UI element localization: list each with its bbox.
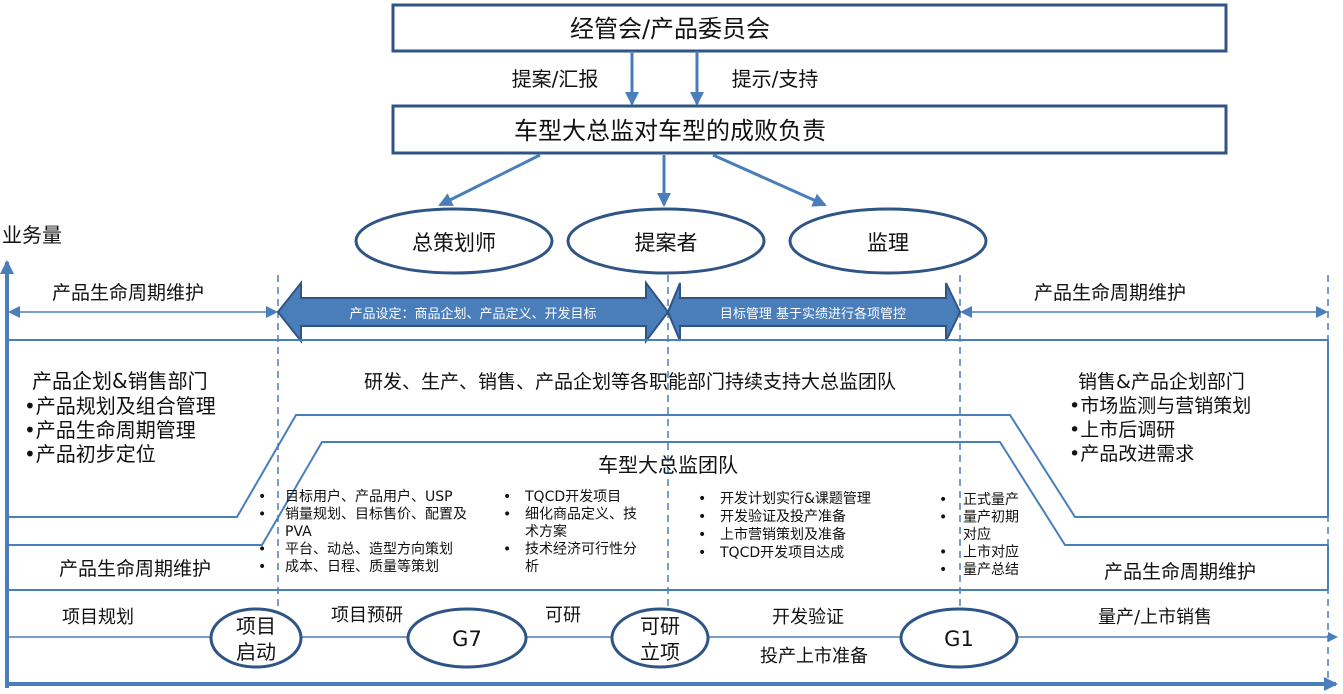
bullet-icon: • (503, 542, 511, 558)
team-task-item: 术方案 (525, 523, 567, 540)
target-management-arrow: 目标管理 基于实绩进行各项管控 (666, 282, 962, 342)
team-task-item: 目标用户、产品用户、USP (285, 488, 453, 505)
stage-dev-validation: 开发验证 (772, 607, 844, 628)
right-department-item: •市场监测与营销策划 (1069, 395, 1251, 417)
team-task-item: 开发计划实行&课题管理 (720, 491, 871, 507)
stage-feasibility: 可研 (545, 605, 581, 626)
team-task-item: TQCD开发项目达成 (719, 545, 844, 561)
functional-support-boundary (7, 414, 1328, 518)
role-proposer: 提案者 (566, 207, 766, 275)
target-management-label: 目标管理 基于实绩进行各项管控 (720, 306, 906, 322)
right-department-block: 销售&产品企划部门 •市场监测与营销策划 •上市后调研 •产品改进需求 (1069, 371, 1251, 465)
team-task-item: 销量规划、目标售价、配置及 (285, 507, 467, 523)
lifecycle-maintenance-bottom-right: 产品生命周期维护 (1104, 561, 1256, 583)
left-department-title: 产品企划&销售部门 (32, 369, 208, 393)
left-department-item: •产品规划及组合管理 (24, 394, 216, 418)
team-task-item: 上市对应 (963, 544, 1019, 561)
milestone-label: 启动 (236, 640, 276, 664)
committee-label: 经管会/产品委员会 (570, 15, 770, 43)
bullet-icon: • (939, 545, 947, 561)
role-supervisor: 监理 (788, 207, 988, 275)
y-axis-label: 业务量 (2, 223, 62, 247)
director-box: 车型大总监对车型的成败负责 (391, 104, 1228, 155)
milestone-label: G7 (452, 627, 482, 651)
functional-support-text: 研发、生产、销售、产品企划等各职能部门持续支持大总监团队 (364, 371, 896, 393)
team-task-item: 开发验证及投产准备 (720, 508, 846, 525)
team-task-item: TQCD开发项目 (524, 489, 621, 505)
bullet-icon: • (258, 489, 266, 505)
bullet-icon: • (258, 559, 266, 575)
right-department-title: 销售&产品企划部门 (1078, 371, 1245, 393)
team-task-item: 析 (525, 559, 539, 575)
product-setting-label: 产品设定：商品企划、产品定义、开发目标 (349, 306, 596, 322)
team-task-item: PVA (285, 524, 312, 540)
stage-pre-research: 项目预研 (331, 605, 403, 626)
team-column-development: • 开发计划实行&课题管理 • 开发验证及投产准备 • 上市营销策划及准备 • TQCD开发项… (698, 491, 871, 561)
team-task-item: 成本、日程、质量等策划 (285, 558, 439, 575)
left-department-block: 产品企划&销售部门 •产品规划及组合管理 •产品生命周期管理 •产品初步定位 (24, 369, 216, 466)
stage-mass-production: 量产/上市销售 (1098, 607, 1212, 628)
role-label: 提案者 (635, 231, 698, 255)
role-label: 监理 (867, 231, 909, 255)
role-label: 总策划师 (412, 231, 496, 255)
milestone-g7: G7 (406, 607, 528, 669)
lifecycle-maintenance-right-label: 产品生命周期维护 (1034, 282, 1186, 304)
right-department-item: •产品改进需求 (1069, 443, 1194, 465)
team-task-item: 量产总结 (963, 562, 1019, 578)
role-chief-planner: 总策划师 (354, 207, 554, 275)
bullet-icon: • (258, 507, 266, 523)
committee-box: 经管会/产品委员会 (391, 3, 1228, 53)
bullet-icon: • (503, 507, 511, 523)
milestone-label: 立项 (640, 640, 680, 664)
stage-launch-prep: 投产上市准备 (760, 646, 868, 667)
bullet-icon: • (698, 527, 706, 543)
team-task-item: 对应 (963, 526, 991, 543)
team-title: 车型大总监团队 (598, 453, 738, 477)
proposal-report-label: 提案/汇报 (512, 67, 599, 91)
left-department-item: •产品初步定位 (24, 442, 156, 466)
bullet-icon: • (698, 491, 706, 507)
arrow-to-planner (438, 153, 541, 207)
lifecycle-maintenance-left-label: 产品生命周期维护 (52, 282, 204, 304)
right-department-item: •上市后调研 (1069, 419, 1175, 441)
milestone-label: 项目 (236, 614, 276, 638)
bullet-icon: • (698, 509, 706, 525)
bullet-icon: • (939, 492, 947, 508)
arrow-to-supervisor (712, 153, 827, 207)
team-task-item: 细化商品定义、技 (525, 507, 637, 523)
lifecycle-maintenance-bottom-left: 产品生命周期维护 (59, 558, 211, 580)
director-label: 车型大总监对车型的成败负责 (514, 117, 826, 145)
milestone-label: 可研 (640, 614, 680, 638)
milestone-feasibility-approval: 可研 立项 (610, 607, 710, 669)
milestone-label: G1 (944, 627, 974, 651)
team-task-item: 平台、动总、造型方向策划 (285, 541, 453, 558)
team-task-item: 正式量产 (963, 492, 1019, 508)
team-task-item: 上市营销策划及准备 (720, 526, 846, 543)
bullet-icon: • (939, 562, 947, 578)
milestone-project-kickoff: 项目 启动 (209, 607, 303, 669)
left-department-item: •产品生命周期管理 (24, 418, 196, 442)
team-task-item: 量产初期 (963, 509, 1019, 526)
team-task-item: 技术经济可行性分 (525, 542, 637, 558)
milestone-g1: G1 (899, 607, 1019, 669)
bullet-icon: • (939, 510, 947, 526)
bullet-icon: • (698, 545, 706, 561)
team-boundary (7, 441, 1328, 546)
product-setting-arrow: 产品设定：商品企划、产品定义、开发目标 (276, 280, 670, 344)
bullet-icon: • (258, 542, 266, 558)
stage-project-planning: 项目规划 (62, 607, 134, 628)
hint-support-label: 提示/支持 (732, 67, 819, 91)
bullet-icon: • (503, 489, 511, 505)
